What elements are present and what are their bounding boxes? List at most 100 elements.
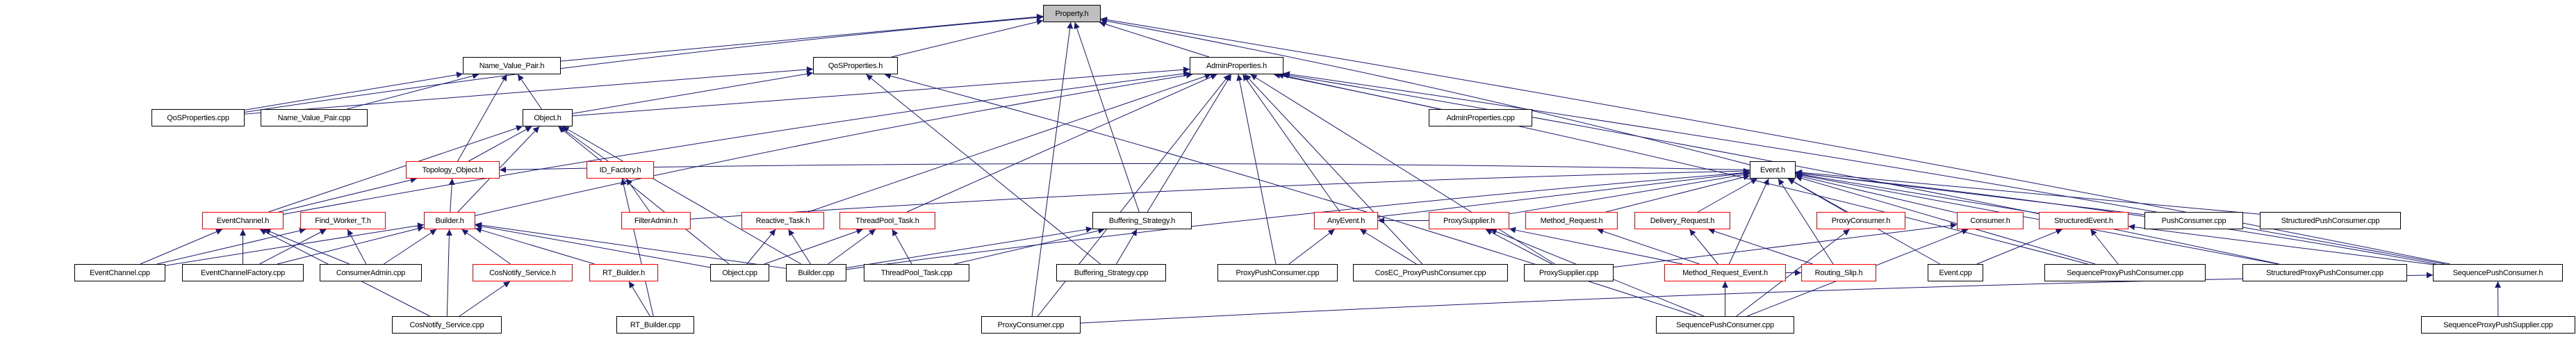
graph-node-label: EventChannel.h (216, 216, 270, 225)
graph-node-eventchannelfactory-cpp[interactable]: EventChannelFactory.cpp (182, 264, 304, 281)
graph-node-builder-cpp[interactable]: Builder.cpp (786, 264, 846, 281)
graph-node-proxysupplier-cpp[interactable]: ProxySupplier.cpp (1524, 264, 1614, 281)
graph-node-sequenceproxypushsupplier-cpp[interactable]: SequenceProxyPushSupplier.cpp (2421, 316, 2575, 334)
graph-node-routing-slip-h[interactable]: Routing_Slip.h (1801, 264, 1876, 281)
edge-qosproperties-cpp-to-name-value-pair-h (244, 72, 463, 110)
edge-topology-object-h-to-object-h (468, 126, 532, 162)
graph-node-pushconsumer-cpp[interactable]: PushConsumer.cpp (2144, 212, 2243, 229)
graph-node-label: ThreadPool_Task.cpp (880, 268, 953, 277)
graph-node-label: Property.h (1055, 9, 1089, 18)
graph-node-adminproperties-cpp[interactable]: AdminProperties.cpp (1429, 109, 1532, 126)
edge-filteradmin-h-to-id-factory-h (625, 178, 650, 213)
edge-structuredpushconsumer-cpp-to-event-h (1795, 169, 2261, 215)
graph-node-eventchannel-h[interactable]: EventChannel.h (202, 212, 284, 229)
graph-node-label: Object.h (534, 113, 561, 122)
edge-sequenceproxypushconsumer-cpp-to-structuredevent-h (2090, 229, 2119, 265)
graph-node-threadpool-task-cpp[interactable]: ThreadPool_Task.cpp (864, 264, 969, 281)
graph-node-label: EventChannel.cpp (90, 268, 150, 277)
edge-name-value-pair-h-to-property-h (560, 13, 1044, 62)
edge-sequencepushconsumer-h-to-adminproperties-h (1283, 71, 2445, 265)
graph-node-label: ThreadPool_Task.h (855, 216, 919, 225)
graph-node-event-cpp[interactable]: Event.cpp (1928, 264, 1983, 281)
graph-node-label: AdminProperties.cpp (1446, 113, 1515, 122)
graph-node-label: StructuredPushConsumer.cpp (2281, 216, 2380, 225)
graph-node-consumer-h[interactable]: Consumer.h (1957, 212, 2024, 229)
graph-node-name-value-pair-cpp[interactable]: Name_Value_Pair.cpp (261, 109, 368, 126)
graph-node-method-request-h[interactable]: Method_Request.h (1525, 212, 1618, 229)
graph-node-object-cpp[interactable]: Object.cpp (710, 264, 769, 281)
graph-node-proxyconsumer-h[interactable]: ProxyConsumer.h (1816, 212, 1905, 229)
graph-node-consumeradmin-cpp[interactable]: ConsumerAdmin.cpp (320, 264, 422, 281)
graph-node-proxypushconsumer-cpp[interactable]: ProxyPushConsumer.cpp (1217, 264, 1338, 281)
graph-node-qosproperties-h[interactable]: QoSProperties.h (813, 57, 898, 74)
graph-node-sequencepushconsumer-h[interactable]: SequencePushConsumer.h (2433, 264, 2563, 281)
edge-proxysupplier-cpp-to-consumer-h (1613, 222, 1958, 268)
graph-node-method-request-event-h[interactable]: Method_Request_Event.h (1664, 264, 1786, 281)
edge-threadpool-task-h-to-adminproperties-h (906, 74, 1217, 213)
edge-builder-h-to-topology-object-h (448, 178, 455, 213)
edge-routing-slip-h-to-event-h (1778, 178, 1834, 265)
graph-node-label: AnyEvent.h (1327, 216, 1365, 225)
graph-node-reactive-task-h[interactable]: Reactive_Task.h (741, 212, 824, 229)
graph-node-label: Buffering_Strategy.h (1108, 216, 1176, 225)
graph-node-filteradmin-h[interactable]: FilterAdmin.h (621, 212, 691, 229)
graph-node-topology-object-h[interactable]: Topology_Object.h (406, 161, 500, 179)
graph-node-label: Builder.h (435, 216, 464, 225)
graph-node-cosec-proxypushconsumer-cpp[interactable]: CosEC_ProxyPushConsumer.cpp (1353, 264, 1508, 281)
graph-node-label: AdminProperties.h (1206, 61, 1268, 70)
graph-node-buffering-strategy-h[interactable]: Buffering_Strategy.h (1092, 212, 1192, 229)
graph-node-label: Event.cpp (1939, 268, 1972, 277)
graph-node-adminproperties-h[interactable]: AdminProperties.h (1190, 57, 1283, 74)
graph-node-label: Object.cpp (722, 268, 757, 277)
graph-node-eventchannel-cpp[interactable]: EventChannel.cpp (74, 264, 165, 281)
graph-node-structuredevent-h[interactable]: StructuredEvent.h (2039, 212, 2128, 229)
graph-node-cosnotify-service-cpp[interactable]: CosNotify_Service.cpp (392, 316, 502, 334)
edge-builder-cpp-to-reactive-task-h (788, 229, 811, 265)
graph-node-label: ID_Factory.h (599, 165, 641, 174)
edge-cosec-proxypushconsumer-cpp-to-adminproperties-h (1244, 74, 1423, 265)
graph-node-structuredproxypushconsumer-cpp[interactable]: StructuredProxyPushConsumer.cpp (2242, 264, 2407, 281)
graph-node-label: Topology_Object.h (422, 165, 484, 174)
edge-method-request-event-h-to-event-h (1728, 178, 1769, 265)
graph-node-rt-builder-cpp[interactable]: RT_Builder.cpp (616, 316, 694, 334)
graph-node-event-h[interactable]: Event.h (1750, 161, 1796, 179)
graph-node-buffering-strategy-cpp[interactable]: Buffering_Strategy.cpp (1056, 264, 1166, 281)
graph-node-name-value-pair-h[interactable]: Name_Value_Pair.h (463, 57, 561, 74)
graph-node-find-worker-t-h[interactable]: Find_Worker_T.h (300, 212, 386, 229)
edge-qosproperties-cpp-to-property-h (244, 14, 1044, 113)
graph-node-proxysupplier-h[interactable]: ProxySupplier.h (1429, 212, 1509, 229)
graph-node-anyevent-h[interactable]: AnyEvent.h (1314, 212, 1378, 229)
graph-node-id-factory-h[interactable]: ID_Factory.h (586, 161, 654, 179)
graph-node-proxyconsumer-cpp[interactable]: ProxyConsumer.cpp (981, 316, 1081, 334)
graph-node-label: Name_Value_Pair.h (479, 61, 545, 70)
graph-node-label: FilterAdmin.h (634, 216, 678, 225)
graph-node-label: EventChannelFactory.cpp (200, 268, 286, 277)
edge-topology-object-h-to-name-value-pair-h (457, 74, 507, 162)
edge-buffering-strategy-cpp-to-qosproperties-h (866, 74, 1101, 265)
edge-proxysupplier-h-to-event-h (1509, 172, 1750, 215)
graph-node-rt-builder-h[interactable]: RT_Builder.h (589, 264, 658, 281)
edge-builder-h-to-adminproperties-h (475, 72, 1193, 216)
graph-node-sequencepushconsumer-cpp[interactable]: SequencePushConsumer.cpp (1656, 316, 1794, 334)
graph-node-label: ProxyConsumer.h (1831, 216, 1891, 225)
edge-buffering-strategy-cpp-to-buffering-strategy-h (1115, 229, 1138, 265)
graph-node-label: Builder.cpp (798, 268, 835, 277)
graph-node-threadpool-task-h[interactable]: ThreadPool_Task.h (839, 212, 935, 229)
edge-proxypushconsumer-cpp-to-adminproperties-h (1236, 74, 1277, 265)
graph-node-delivery-request-h[interactable]: Delivery_Request.h (1634, 212, 1730, 229)
edge-eventchannel-h-to-adminproperties-h (283, 70, 1190, 215)
graph-node-sequenceproxypushconsumer-cpp[interactable]: SequenceProxyPushConsumer.cpp (2044, 264, 2206, 281)
edge-eventchannelfactory-cpp-to-builder-h (277, 225, 425, 265)
graph-node-label: CosEC_ProxyPushConsumer.cpp (1375, 268, 1486, 277)
edge-eventchannelfactory-cpp-to-find-worker-t-h (259, 229, 327, 265)
edge-qosproperties-cpp-to-qosproperties-h (244, 66, 814, 115)
graph-node-qosproperties-cpp[interactable]: QoSProperties.cpp (151, 109, 245, 126)
graph-node-builder-h[interactable]: Builder.h (424, 212, 475, 229)
edge-sequencepushconsumer-h-to-property-h (1100, 17, 2450, 265)
graph-node-structuredpushconsumer-cpp[interactable]: StructuredPushConsumer.cpp (2260, 212, 2401, 229)
edge-object-cpp-to-reactive-task-h (746, 229, 776, 265)
graph-node-cosnotify-service-h[interactable]: CosNotify_Service.h (473, 264, 573, 281)
graph-node-label: StructuredEvent.h (2054, 216, 2113, 225)
graph-node-object-h[interactable]: Object.h (523, 109, 573, 126)
